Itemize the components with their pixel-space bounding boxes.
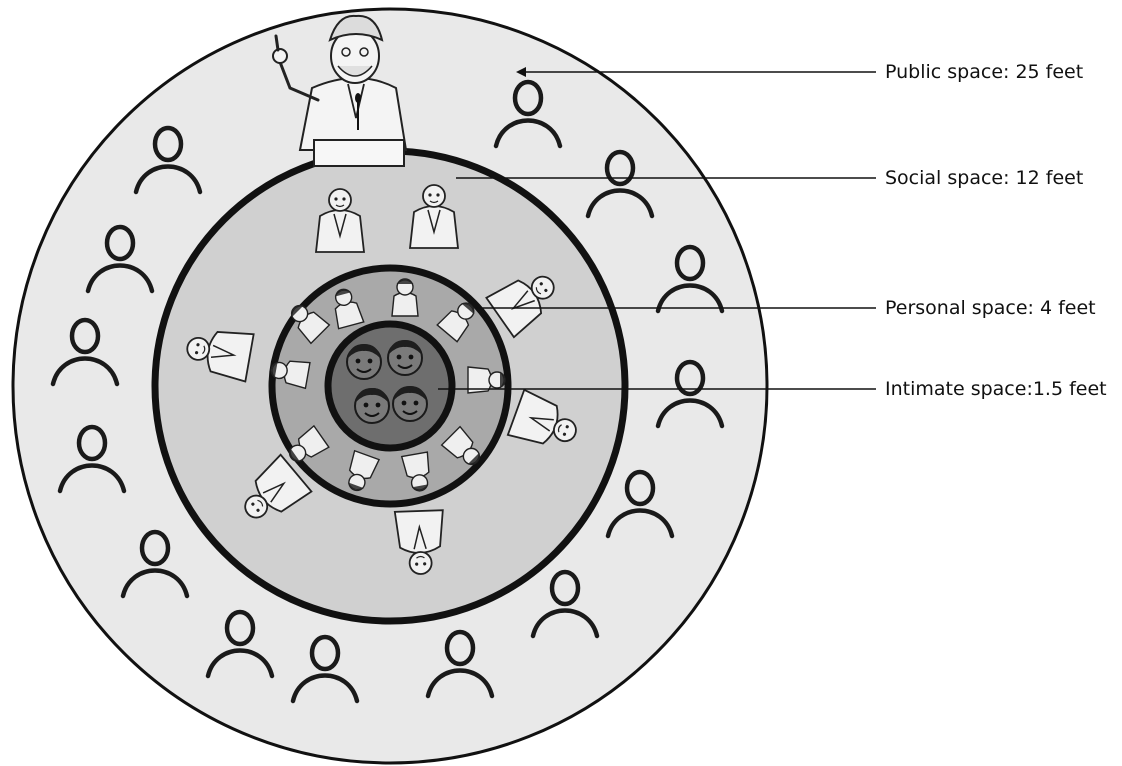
social-space-label: Social space: 12 feet — [885, 167, 1084, 189]
family-face-icon — [354, 387, 390, 424]
personal-space-label: Personal space: 4 feet — [885, 297, 1096, 319]
family-face-icon — [346, 343, 382, 380]
arrowhead-icon — [516, 67, 526, 77]
intimate-space-label: Intimate space:1.5 feet — [885, 378, 1107, 400]
family-face-icon — [387, 339, 423, 376]
family-face-icon — [392, 385, 428, 422]
leader-lines — [438, 67, 876, 390]
intimate-zone-circle — [324, 320, 456, 452]
speaker-at-podium-icon — [272, 14, 408, 167]
public-space-label: Public space: 25 feet — [885, 61, 1084, 83]
